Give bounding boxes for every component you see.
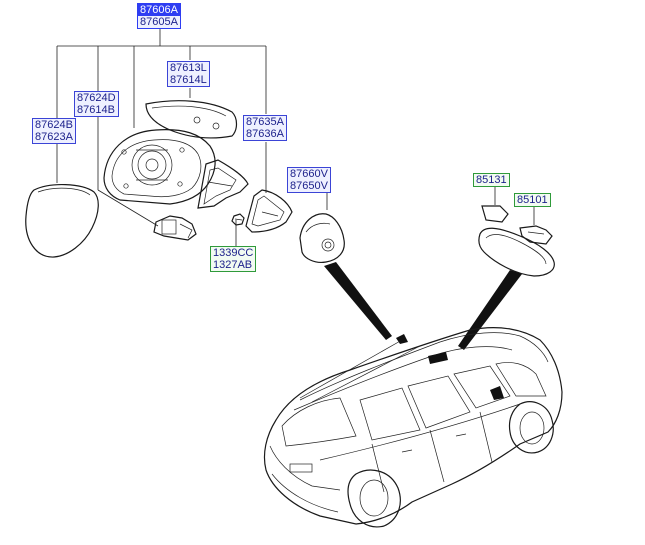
assembly-label-secondary: 87605A (138, 16, 180, 28)
label-mirror-cover-line1: 87613L (170, 62, 207, 74)
inside-mirror-part (478, 227, 555, 277)
label-mirror-cover[interactable]: 87613L 87614L (167, 61, 210, 87)
pointer-wedges (324, 262, 522, 350)
label-inside-mirror[interactable]: 85131 (473, 173, 510, 187)
label-mirror-cap-line2: 87636A (246, 128, 284, 140)
label-inside-mirror-line1: 85131 (476, 174, 507, 186)
screw-part (231, 213, 245, 226)
label-mirror-glass-line2: 87623A (35, 131, 73, 143)
mirror-cover-part (145, 100, 238, 139)
label-mirror-cap-line1: 87635A (246, 116, 284, 128)
label-mirror-actuator-line1: 87624D (77, 92, 116, 104)
mirror-housing-part (103, 129, 216, 205)
assembly-leader-lines (56, 27, 535, 246)
label-mirror-glass-line1: 87624B (35, 119, 73, 131)
label-mirror-bracket-line1: 85101 (517, 194, 548, 206)
label-inside-cover-line2: 87650V (290, 180, 328, 192)
label-inside-cover[interactable]: 87660V 87650V (287, 167, 331, 193)
label-mirror-glass[interactable]: 87624B 87623A (32, 118, 76, 144)
inside-cover-part (299, 213, 345, 263)
assembly-label[interactable]: 87606A 87605A (137, 3, 181, 29)
label-screw-line1: 1339CC (213, 247, 254, 259)
label-mirror-bracket[interactable]: 85101 (514, 193, 551, 207)
label-screw[interactable]: 1339CC 1327AB (210, 246, 257, 272)
label-inside-cover-line1: 87660V (290, 168, 328, 180)
label-mirror-cover-line2: 87614L (170, 74, 207, 86)
assembly-label-primary: 87606A (140, 4, 178, 16)
mirror-base-part (197, 159, 249, 209)
label-screw-line2: 1327AB (213, 259, 253, 271)
mirror-cap-part (245, 189, 293, 233)
label-mirror-cap[interactable]: 87635A 87636A (243, 115, 287, 141)
label-mirror-actuator[interactable]: 87624D 87614B (74, 91, 119, 117)
mirror-glass-part (25, 183, 99, 258)
label-mirror-actuator-line2: 87614B (77, 104, 115, 116)
mirror-bracket-part (481, 205, 553, 245)
actuator-motor-part (153, 215, 197, 241)
vehicle-drawing (263, 327, 563, 528)
